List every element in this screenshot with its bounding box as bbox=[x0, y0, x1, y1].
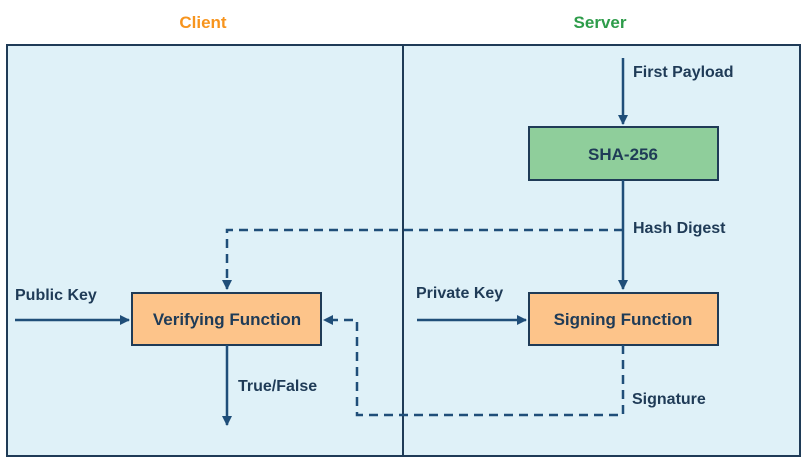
first-payload-label: First Payload bbox=[633, 64, 733, 81]
signature-label: Signature bbox=[632, 391, 706, 408]
hash-digest-label: Hash Digest bbox=[633, 220, 726, 237]
client-panel bbox=[6, 44, 404, 457]
server-header: Server bbox=[574, 13, 627, 32]
server-panel bbox=[402, 44, 801, 457]
signature-dashed-arrow bbox=[323, 315, 625, 417]
hash-digest-dashed-arrow bbox=[222, 228, 623, 290]
verifying-function-label: Verifying Function bbox=[153, 310, 301, 329]
client-header: Client bbox=[179, 13, 227, 32]
private-key-label: Private Key bbox=[416, 285, 503, 302]
sha256-label: SHA-256 bbox=[588, 145, 658, 164]
signing-function-label: Signing Function bbox=[554, 310, 693, 329]
public-key-label: Public Key bbox=[15, 287, 97, 304]
true-false-label: True/False bbox=[238, 378, 317, 395]
